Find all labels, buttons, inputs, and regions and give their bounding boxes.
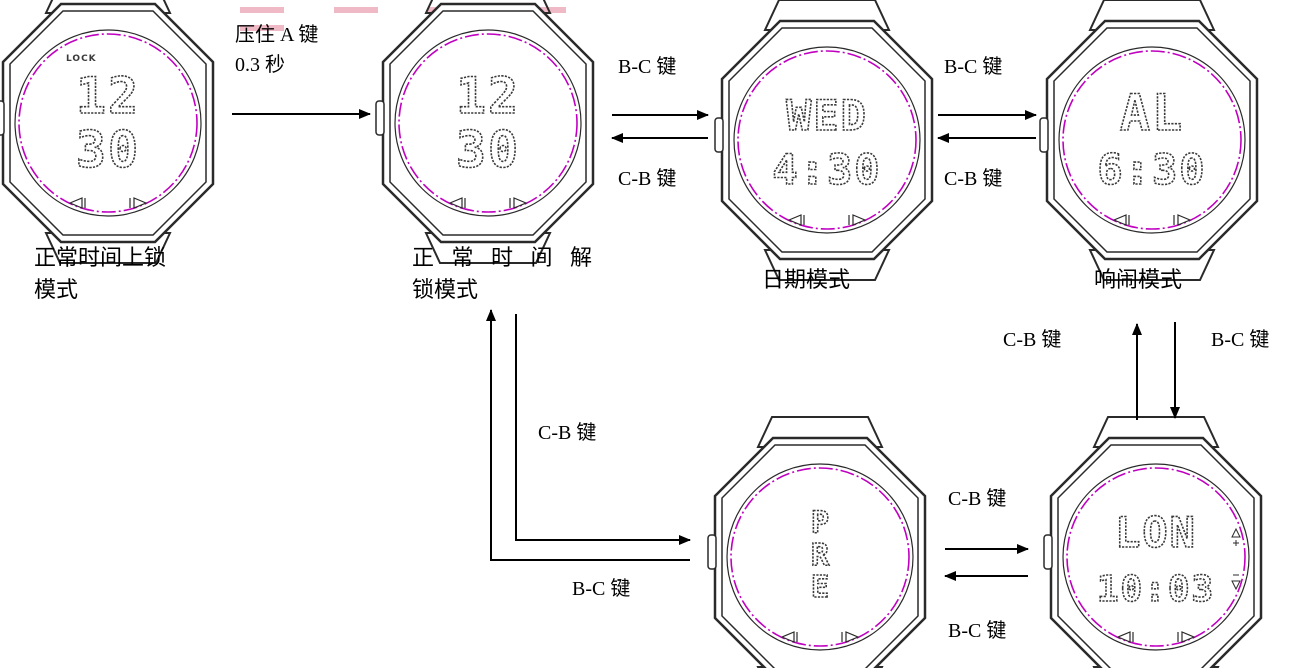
watch-side-button	[1043, 534, 1053, 570]
watch-display-line1: P	[811, 506, 829, 541]
watch-dial-ring	[726, 463, 914, 651]
label-hold-a: 压住 A 键 0.3 秒	[235, 20, 318, 80]
watch-up-triangle-icon	[1231, 527, 1241, 538]
watch-side-button	[714, 117, 724, 153]
watch-lock-indicator: LOCK	[66, 54, 97, 64]
watch-bezel	[9, 10, 207, 236]
watch-display-line2: 30	[76, 121, 140, 179]
label-cb-alarm-date: C-B 键	[944, 168, 1003, 190]
caption-date-mode: 日期模式	[762, 264, 850, 296]
watch-dial-dashed	[1062, 50, 1242, 230]
watch-alarm: AL6:30	[1039, 0, 1259, 281]
label-bc-lon-pre: B-C 键	[948, 620, 1007, 642]
watch-display-line2: 10:03	[1097, 569, 1215, 610]
watch-strap-top	[763, 0, 891, 31]
watch-display-line2: 6:30	[1097, 145, 1206, 194]
watch-dial-ring	[733, 46, 921, 234]
watch-strap-top	[44, 0, 172, 14]
watch-side-button	[1039, 117, 1049, 153]
caption-alarm-line1: 响闹模式	[1094, 267, 1183, 292]
watch-prev-icon	[787, 214, 802, 226]
caption-alarm-mode: 响闹模式	[1094, 264, 1182, 296]
watch-dial-ring	[394, 29, 582, 217]
watch-bezel	[728, 27, 926, 253]
watch-side-button	[707, 534, 717, 570]
watch-lon: LON 10:03	[1043, 416, 1263, 668]
watch-prev-icon	[780, 631, 795, 643]
watch-strap-top	[756, 416, 884, 448]
watch-dial-dashed	[1066, 467, 1246, 647]
watch-prev-icon	[1116, 631, 1131, 643]
watch-dial-ring	[1062, 463, 1250, 651]
watch-dial-dashed	[730, 467, 910, 647]
caption-unlock-line2: 锁模式	[412, 277, 479, 302]
watch-bezel	[1057, 444, 1255, 668]
watch-bezel	[389, 10, 587, 236]
watch-dial-dashed	[737, 50, 917, 230]
watch-display-line3: E	[811, 570, 829, 605]
label-bc-pre-unlock: B-C 键	[572, 578, 631, 600]
label-hold-a-line2: 0.3 秒	[235, 54, 285, 76]
watch-display-line1: 12	[76, 67, 140, 125]
watch-display-line1: LON	[1115, 508, 1197, 557]
watch-date: WED 4:30	[714, 0, 934, 281]
watch-down-triangle-icon	[1231, 580, 1241, 591]
caption-lock-line2: 模式	[34, 277, 79, 302]
watch-display-line2: 4:30	[772, 145, 881, 194]
arrow-pre-to-unlock	[486, 309, 690, 561]
watch-pre: PRE	[707, 416, 927, 668]
label-cb-unlock-pre: C-B 键	[538, 422, 597, 444]
caption-unlock-mode: 正 常 时 间 解 锁模式	[412, 242, 598, 306]
caption-lock-mode: 正常时间上锁 模式	[34, 242, 166, 306]
watch-next-icon	[852, 214, 867, 226]
watch-prev-icon	[1112, 214, 1127, 226]
watch-bezel	[1053, 27, 1251, 253]
watch-dial-dashed	[398, 33, 578, 213]
watch-display-line1: 12	[456, 67, 520, 125]
watch-display-line1: WED	[786, 91, 868, 140]
watch-prev-icon	[448, 197, 463, 209]
arrow-unlock-to-pre	[515, 314, 691, 545]
watch-dial-dashed	[18, 33, 198, 213]
watch-side-button	[0, 100, 5, 136]
watch-dial-ring	[14, 29, 202, 217]
watch-next-icon	[1177, 214, 1192, 226]
watch-display-line1: AL	[1120, 84, 1184, 142]
watch-next-icon	[133, 197, 148, 209]
watch-bezel	[721, 444, 919, 668]
watch-next-icon	[845, 631, 860, 643]
watch-next-icon	[513, 197, 528, 209]
label-bc-date-alarm: B-C 键	[944, 56, 1003, 78]
caption-unlock-line1: 正 常 时 间 解	[412, 245, 599, 270]
label-hold-a-line1: 压住 A 键	[235, 24, 319, 46]
caption-lock-line1: 正常时间上锁	[34, 245, 167, 270]
watch-display-line2: 30	[456, 121, 520, 179]
watch-strap-top	[424, 0, 552, 14]
watch-side-button	[375, 100, 385, 136]
label-bc-alarm-lon: B-C 键	[1211, 329, 1270, 351]
watch-display-line2: R	[811, 538, 830, 573]
label-cb-pre-lon: C-B 键	[948, 488, 1007, 510]
caption-date-line1: 日期模式	[762, 267, 851, 292]
label-cb-lon-alarm: C-B 键	[1003, 329, 1062, 351]
watch-dial-ring	[1058, 46, 1246, 234]
label-cb-date-unlock: C-B 键	[618, 168, 677, 190]
watch-strap-top	[1088, 0, 1216, 31]
label-bc-unlock-date: B-C 键	[618, 56, 677, 78]
watch-next-icon	[1181, 631, 1196, 643]
watch-prev-icon	[68, 197, 83, 209]
